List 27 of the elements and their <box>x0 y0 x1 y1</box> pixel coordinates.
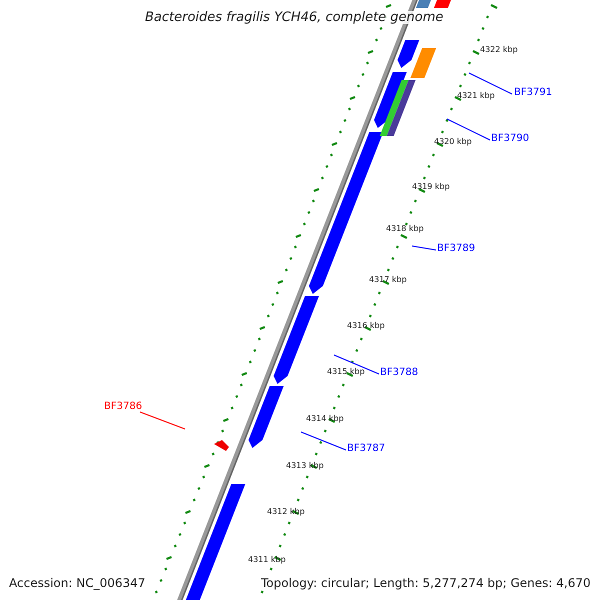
scale-label: 4320 kbp <box>434 138 472 146</box>
leader-line <box>468 72 512 94</box>
gene-label: BF3788 <box>380 368 418 378</box>
gene-label: BF3786 <box>104 402 142 412</box>
gene-label: BF3789 <box>437 244 476 254</box>
scale-label: 4312 kbp <box>267 508 305 516</box>
scale-label: 4318 kbp <box>386 225 424 233</box>
scale-label: 4316 kbp <box>347 322 385 330</box>
gene-label: BF3787 <box>347 444 386 454</box>
scale-label: 4313 kbp <box>286 462 324 470</box>
leader-line <box>334 354 380 374</box>
scale-label: 4322 kbp <box>480 46 518 54</box>
scale-label: 4321 kbp <box>457 92 495 100</box>
leader-line <box>140 412 186 430</box>
leader-line <box>300 432 346 450</box>
scale-label: 4311 kbp <box>248 556 286 564</box>
scale-label: 4319 kbp <box>412 183 450 191</box>
scale-label: 4314 kbp <box>306 415 344 423</box>
leader-line <box>412 246 436 250</box>
scale-label: 4317 kbp <box>369 276 407 284</box>
gene-label: BF3791 <box>514 88 552 98</box>
info-text: Topology: circular; Length: 5,277,274 bp; Genes: 4,670 <box>261 577 591 589</box>
info-text: Accession: NC_006347 <box>9 577 146 589</box>
gene-label: BF3790 <box>491 134 530 144</box>
scale-label: 4315 kbp <box>327 368 365 376</box>
map-title: Bacteroides fragilis YCH46, complete genome <box>145 11 444 24</box>
leader-line <box>446 118 490 140</box>
